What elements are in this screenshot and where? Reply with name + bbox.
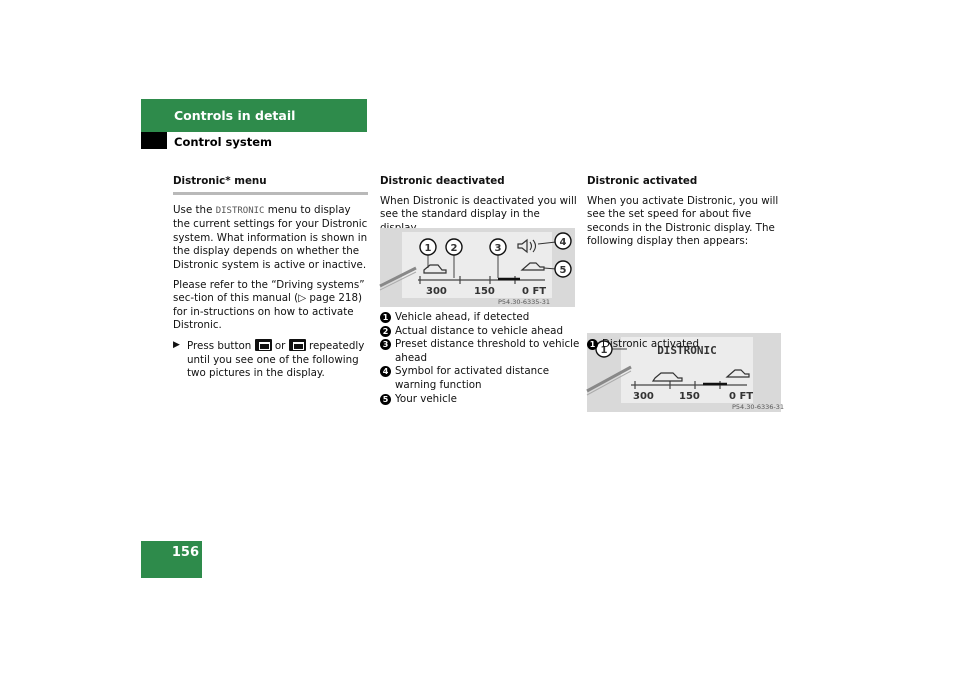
bullet-triangle-icon: ▶ bbox=[173, 339, 180, 350]
menu-button-back-icon bbox=[254, 338, 272, 351]
callout-2-icon bbox=[445, 238, 463, 256]
figure-display-deactivated: 1 2 3 4 5 300 150 0 FT P54.30-6335-31 bbox=[379, 228, 575, 307]
text: page 218) for in-structions on how to ac… bbox=[173, 292, 363, 332]
instruction-text: Press button or repeatedly until you see… bbox=[187, 338, 368, 381]
legend-item: 5 Your vehicle bbox=[380, 393, 580, 407]
callout-label: 1 bbox=[425, 243, 432, 254]
legend-item: 1 Vehicle ahead, if detected bbox=[380, 311, 580, 325]
legend-item: 4 Symbol for activated distance warning f… bbox=[380, 365, 580, 392]
legend-text: Actual distance to vehicle ahead bbox=[395, 324, 564, 337]
paragraph-intro: Use the DISTRONIC menu to display the cu… bbox=[173, 204, 368, 273]
callout-1-icon bbox=[595, 340, 613, 358]
legend-number-badge: 1 bbox=[587, 339, 598, 350]
paragraph-reference: Please refer to the “Driving systems” se… bbox=[173, 279, 368, 333]
text: Please refer to the “Driving systems” se… bbox=[173, 278, 365, 305]
paragraph-deactivated-intro: When Distronic is deactivated you will s… bbox=[380, 194, 577, 234]
legend-number-badge: 1 bbox=[380, 312, 391, 323]
legend-item: 3 Preset distance threshold to vehicle ah… bbox=[380, 338, 580, 365]
text: repeatedly until you see one of the foll… bbox=[187, 339, 365, 380]
callout-4-icon bbox=[554, 232, 572, 250]
figure-code: P54.30-6335-31 bbox=[498, 298, 550, 306]
legend-number-badge: 4 bbox=[380, 366, 391, 378]
page-number-box bbox=[141, 541, 202, 578]
callout-label: 5 bbox=[560, 265, 567, 276]
callout-3-icon bbox=[489, 238, 507, 256]
legend-deactivated: 1 Vehicle ahead, if detected 2 Actual dist… bbox=[380, 311, 580, 406]
tick-label: 0 FT bbox=[522, 286, 546, 297]
heading-distronic-deactivated: Distronic deactivated bbox=[380, 175, 505, 187]
legend-num: 5 bbox=[380, 393, 395, 407]
menu-button-forward-icon bbox=[288, 338, 306, 351]
tick-label: 0 FT bbox=[729, 391, 753, 402]
legend-number-badge: 5 bbox=[380, 393, 391, 405]
header-bar bbox=[141, 99, 367, 132]
section-title: Controls in detail bbox=[174, 108, 296, 123]
page-number: 156 bbox=[171, 545, 199, 560]
legend-num: 1 bbox=[587, 338, 602, 352]
column-distronic-activated: Distronic activated When you activate Di… bbox=[587, 175, 787, 255]
section-subtitle: Control system bbox=[174, 135, 273, 149]
legend-text: Your vehicle bbox=[395, 392, 457, 405]
legend-item: 1 Distronic activated bbox=[587, 338, 787, 352]
tick-label: 300 bbox=[633, 391, 654, 402]
legend-number-badge: 3 bbox=[380, 339, 391, 351]
callout-1-icon bbox=[419, 238, 437, 256]
callout-label: 3 bbox=[495, 243, 502, 254]
legend-num: 4 bbox=[380, 365, 395, 392]
text: Use the bbox=[173, 203, 216, 216]
callout-label: 4 bbox=[560, 237, 567, 248]
legend-item: 2 Actual distance to vehicle ahead bbox=[380, 325, 580, 339]
column-distronic-deactivated: Distronic deactivated When Distronic is … bbox=[380, 175, 580, 241]
legend-text: Symbol for activated distance warning fu… bbox=[395, 365, 550, 391]
header-marker bbox=[141, 132, 167, 149]
instruction-bullet: ▶ Press button or repeatedly until you s… bbox=[173, 338, 368, 381]
text: Press button bbox=[187, 339, 255, 352]
tick-label: 150 bbox=[679, 391, 700, 402]
screen-title: DISTRONIC bbox=[657, 344, 717, 357]
text: menu to display the current settings for… bbox=[173, 203, 368, 271]
legend-number-badge: 2 bbox=[380, 325, 391, 337]
heading-distronic-activated: Distronic activated bbox=[587, 175, 698, 187]
tick-label: 300 bbox=[426, 286, 447, 297]
callout-label: 2 bbox=[451, 243, 458, 254]
paragraph-activated-intro: When you activate Distronic, you will se… bbox=[587, 194, 779, 248]
heading-distronic-menu: Distronic* menu bbox=[173, 175, 368, 195]
tick-label: 150 bbox=[474, 286, 495, 297]
legend-activated: 1 Distronic activated bbox=[587, 338, 787, 352]
legend-text: Vehicle ahead, if detected bbox=[395, 311, 530, 323]
column-distronic-menu: Distronic* menu Use the DISTRONIC menu t… bbox=[173, 175, 368, 381]
page-reference-arrow-icon: ▷ bbox=[298, 292, 307, 305]
legend-num: 2 bbox=[380, 325, 395, 339]
text: or bbox=[271, 339, 289, 352]
figure-code: P54.30-6336-31 bbox=[732, 403, 784, 411]
figure-display-activated: DISTRONIC 1 300 150 0 FT P54.30-6336-31 bbox=[586, 333, 784, 412]
menu-code: DISTRONIC bbox=[215, 205, 265, 216]
callout-5-icon bbox=[554, 260, 572, 278]
legend-num: 3 bbox=[380, 338, 395, 365]
legend-text: Preset distance threshold to vehicle ahe… bbox=[395, 338, 580, 364]
legend-num: 1 bbox=[380, 311, 395, 325]
callout-label: 1 bbox=[601, 345, 608, 356]
legend-text: Distronic activated bbox=[602, 338, 700, 350]
